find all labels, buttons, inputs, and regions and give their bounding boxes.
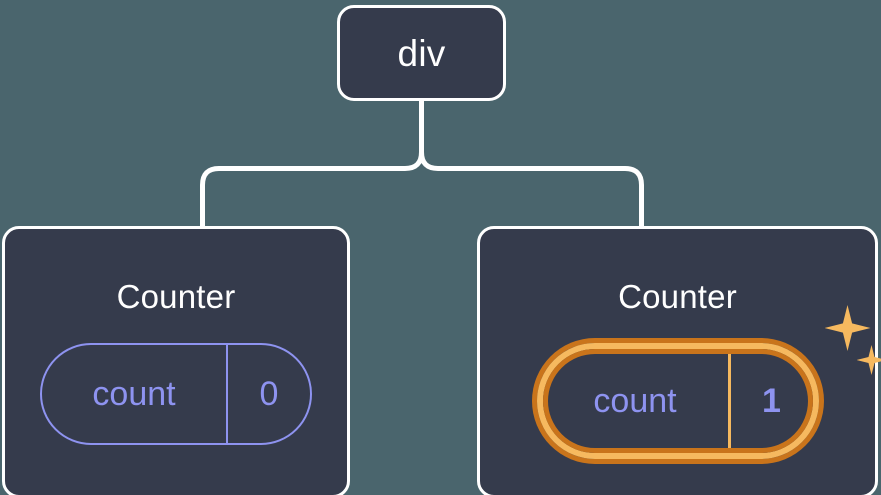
state-key-left: count	[92, 375, 176, 413]
node-counter-right-title: Counter	[618, 278, 737, 315]
connector-right	[419, 98, 644, 229]
state-value-right: 1	[762, 382, 781, 420]
sparkle-large-icon	[824, 305, 871, 351]
state-divider-right	[727, 349, 731, 453]
state-pill-wrap-right: count 1	[536, 305, 881, 459]
node-counter-left[interactable]: Counter count 0	[2, 226, 350, 495]
node-div-label: div	[397, 32, 446, 74]
state-divider-left	[226, 345, 228, 443]
sparkle-small-icon	[856, 345, 881, 375]
state-pill-left[interactable]: count 0	[40, 343, 312, 445]
state-key-right: count	[593, 382, 677, 420]
connector-left	[200, 98, 424, 229]
state-pill-right[interactable]: count 1	[536, 343, 819, 459]
state-pill-wrap-left: count 0	[40, 343, 312, 445]
node-div[interactable]: div	[337, 5, 506, 101]
sparkle-group	[819, 305, 881, 391]
state-value-left: 0	[259, 375, 279, 413]
node-counter-left-title: Counter	[116, 278, 236, 315]
node-counter-right[interactable]: Counter count 1	[477, 226, 881, 495]
